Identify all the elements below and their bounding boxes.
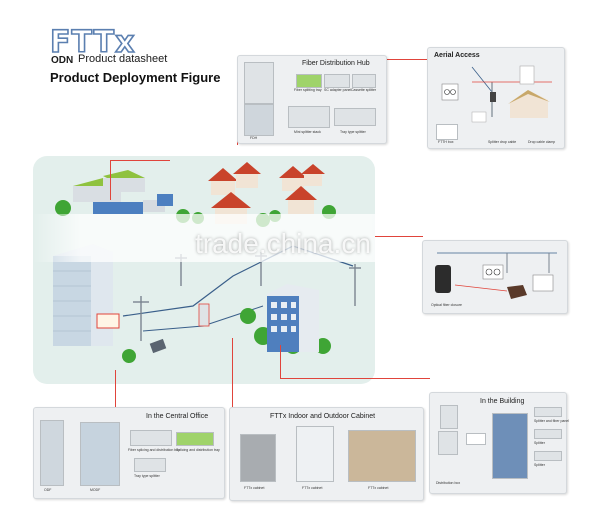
panel-fiber-distribution-hub: Fiber Distribution Hub Fiber splitting t… (237, 55, 387, 144)
socket-image (466, 433, 486, 445)
panel-image-3 (534, 451, 562, 461)
odf-image (40, 420, 64, 486)
aerial-title: Aerial Access (434, 52, 480, 59)
building-caption-2: Splitter (534, 441, 545, 445)
cassette-image (352, 74, 376, 88)
central-caption-5: Tray type splitter (134, 474, 160, 478)
connector-right (375, 236, 423, 237)
mini-splitter-image (288, 106, 330, 128)
hub-caption-6: Tray type splitter (340, 130, 366, 134)
aerial-caption-1: FTTH box (438, 140, 454, 144)
building-caption-1: Splitter and fiber panel (534, 419, 570, 423)
hub-caption-3: Cassette splitter (351, 88, 377, 92)
product-datasheet-label: Product datasheet (78, 53, 168, 65)
panel-in-the-building: In the Building Splitter and fiber panel… (429, 392, 570, 494)
cabinet-image-1 (240, 434, 276, 482)
building-caption-4: Distribution box (436, 481, 461, 485)
central-title: In the Central Office (146, 413, 209, 420)
cabinet-image-3 (348, 430, 416, 482)
fdh-image (244, 104, 274, 136)
building-caption-3: Splitter (534, 463, 545, 467)
tray-splitter-co-image (134, 458, 166, 472)
panel-optical-closure: Optical fiber closure (422, 240, 568, 314)
hub-caption-5: Mini splitter stack (294, 130, 321, 134)
modf-image (80, 422, 120, 486)
cabinet-title: FTTx Indoor and Outdoor Cabinet (270, 413, 376, 420)
aerial-caption-3: Drop cable clamp (528, 140, 556, 144)
panel-central-office: In the Central Office ODF MODF Fiber spl… (33, 407, 225, 499)
odn-label: ODN (51, 55, 74, 66)
connector-cabinet (232, 338, 233, 408)
connector-central (115, 370, 116, 410)
connector-village-h (110, 160, 170, 161)
building-title: In the Building (480, 398, 525, 405)
ftth-box-image (436, 124, 458, 140)
adapter-panel-image (324, 74, 350, 88)
central-caption-2: MODF (90, 488, 101, 492)
hub-caption-2: SC adapter panel (324, 88, 352, 92)
distribution-box-image (438, 431, 458, 455)
street-cabinet (198, 303, 210, 327)
wall-box-image (440, 405, 458, 429)
panel-aerial-access: Aerial Access FTTH box Splitter drop cab… (427, 47, 565, 149)
panel-image-1 (534, 407, 562, 417)
tray-splitter-image (334, 108, 376, 126)
figure-title: Product Deployment Figure (50, 70, 221, 85)
splitting-tray-image (296, 74, 322, 88)
central-office-box (96, 313, 120, 329)
hub-title: Fiber Distribution Hub (302, 60, 370, 67)
central-caption-3: Fiber splicing and distribution box (128, 448, 180, 452)
apartment-building (267, 284, 319, 352)
riser-box-image (492, 413, 528, 479)
cabinet-caption-1: FTTx cabinet (244, 486, 265, 490)
hub-caption-4: FDH (250, 136, 258, 140)
red-houses (208, 162, 325, 224)
connector-building (280, 378, 430, 379)
central-caption-1: ODF (44, 488, 52, 492)
village-left (73, 170, 173, 214)
hub-cabinet-image (244, 62, 274, 104)
closure-caption: Optical fiber closure (431, 303, 462, 307)
scene-illustration (53, 162, 361, 363)
central-caption-4: Splicing and distribution tray (176, 448, 220, 452)
utility-poles (133, 252, 361, 341)
fttx-logo: FTTx (49, 25, 136, 60)
cabinet-image-2 (296, 426, 334, 482)
aerial-caption-2: Splitter drop cable (488, 140, 517, 144)
hub-caption-1: Fiber splitting tray (294, 88, 322, 92)
panel-image-2 (534, 429, 562, 439)
closure-illustration (435, 252, 557, 299)
watermark-text: trade.china.cn (195, 228, 371, 259)
connector-building-v (280, 345, 281, 379)
cabinet-caption-3: FTTx cabinet (368, 486, 389, 490)
cabinet-caption-2: FTTx cabinet (302, 486, 323, 490)
splice-closure (149, 338, 167, 354)
panel-fttx-cabinet: FTTx Indoor and Outdoor Cabinet FTTx cab… (229, 407, 424, 501)
connector-village (110, 160, 111, 200)
splicing-box-image (130, 430, 172, 446)
splicing-tray-image (176, 432, 214, 446)
deployment-scene (33, 156, 375, 384)
aerial-illustration (441, 65, 552, 123)
